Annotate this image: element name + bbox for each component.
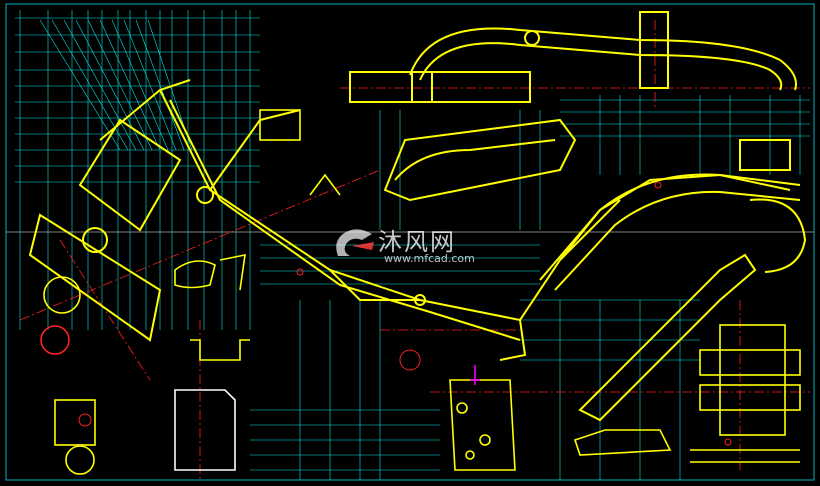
dimension-lines (15, 10, 810, 480)
drawing-border (5, 3, 815, 481)
accent-marks (470, 365, 480, 385)
main-frame-view (28, 79, 791, 361)
right-frame-view (539, 139, 807, 422)
dimension-line (87, 19, 153, 151)
upper-tube-view (349, 11, 797, 103)
dimension-line (135, 19, 185, 151)
watermark-title: 沐风网 (378, 228, 456, 256)
dimension-line (111, 19, 169, 151)
detail-views (40, 109, 341, 475)
hole-markers (78, 181, 732, 446)
lower-right-section-view (690, 324, 801, 463)
bottom-plate-view (449, 379, 672, 471)
dimension-line (63, 19, 137, 151)
watermark-url: www.mfcad.com (384, 252, 475, 265)
bent-tube-view (383, 118, 577, 202)
dimension-line (99, 19, 161, 151)
watermark-logo (336, 229, 374, 256)
watermark: 沐风网 www.mfcad.com (330, 222, 490, 268)
dimension-line (39, 19, 121, 151)
dimension-line (123, 19, 177, 151)
